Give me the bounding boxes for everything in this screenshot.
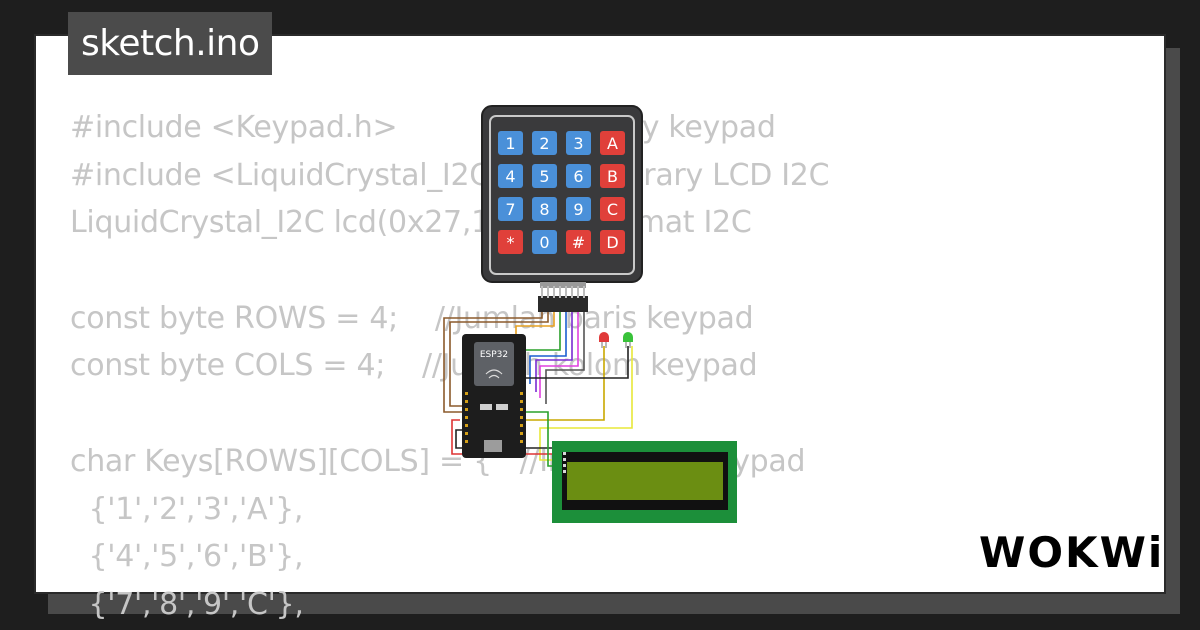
keypad-key[interactable]: 8 [532,197,557,221]
keypad-key-label: C [607,200,618,219]
keypad-key[interactable]: 0 [532,230,557,254]
keypad-key-label: B [607,167,618,186]
keypad-key-label: 4 [505,167,515,186]
keypad-key[interactable]: 5 [532,164,557,188]
code-line: {'4','5','6','B'}, [70,539,304,575]
keypad-key[interactable]: A [600,131,625,155]
green-led[interactable] [623,332,633,348]
keypad-key-label: 5 [539,167,549,186]
code-line: {'7','8','9','C'}, [70,586,304,622]
red-led[interactable] [599,332,609,348]
keypad-key[interactable]: B [600,164,625,188]
keypad-key[interactable]: 2 [532,131,557,155]
keypad-key-label: A [607,134,618,153]
file-tab[interactable]: sketch.ino [68,12,273,75]
keypad-key[interactable]: * [498,230,523,254]
wokwi-logo-text: WOKWi [979,528,1164,577]
keypad-key[interactable]: 4 [498,164,523,188]
keypad-key-label: 7 [505,200,515,219]
code-line: const byte ROWS = 4; //Jumlah baris keyp… [70,300,754,336]
wires [443,312,633,467]
keypad-key-label: D [606,233,618,252]
keypad-key[interactable]: 9 [566,197,591,221]
wokwi-logo: WOKWi [979,528,1162,577]
keypad-key[interactable]: 1 [498,131,523,155]
keypad-key-label: 0 [539,233,549,252]
keypad-key[interactable]: # [566,230,591,254]
board-label: ESP32 [480,350,508,360]
keypad-key-label: # [572,233,585,252]
keypad-key-label: 1 [505,134,515,153]
code-line: {'1','2','3','A'}, [70,491,304,527]
keypad-key-label: 6 [573,167,583,186]
keypad-key[interactable]: D [600,230,625,254]
lcd-display[interactable] [552,441,737,523]
keypad-key[interactable]: C [600,197,625,221]
keypad-key[interactable]: 6 [566,164,591,188]
keypad-key[interactable]: 3 [566,131,591,155]
keypad-key-label: 9 [573,200,583,219]
keypad[interactable]: 1 2 3 A 4 5 6 B 7 8 9 C * 0 # D [481,105,643,312]
keypad-key-label: 8 [539,200,549,219]
esp32-board[interactable]: ESP32 [462,334,526,458]
keypad-key-label: 3 [573,134,583,153]
keypad-key-label: * [507,233,515,252]
wifi-icon [485,369,503,379]
keypad-key[interactable]: 7 [498,197,523,221]
keypad-key-label: 2 [539,134,549,153]
